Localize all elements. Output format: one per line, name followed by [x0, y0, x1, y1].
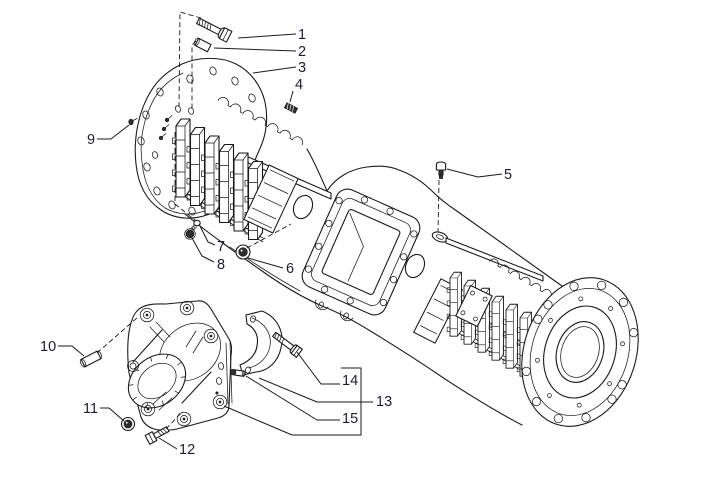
- fin-cover-plate: [455, 284, 493, 328]
- plug-11: [120, 416, 136, 432]
- right-fin-profile-scallops: [489, 258, 552, 298]
- leader-lines: [58, 33, 503, 450]
- screw-9: [128, 118, 138, 126]
- carrier-bolt-bosses: [127, 300, 228, 427]
- carrier-bore: [127, 353, 187, 409]
- callout-11: 11: [83, 401, 98, 417]
- callout-4: 4: [295, 77, 303, 93]
- right-flange-small-holes: [535, 296, 625, 408]
- callout-7: 7: [217, 239, 225, 255]
- clamp-bracket: [239, 310, 283, 376]
- right-flange-bolt-holes: [521, 280, 639, 424]
- left-axle-tube: [171, 97, 332, 243]
- screw-8: [184, 226, 197, 240]
- diff-cover-bolt-holes: [304, 196, 418, 307]
- callout-15: 15: [342, 411, 358, 427]
- spacer-2: [193, 37, 212, 53]
- callout-13: 13: [376, 394, 392, 410]
- differential-center-section: [292, 188, 449, 316]
- callout-2: 2: [298, 44, 306, 60]
- right-axle-tube: [413, 237, 552, 378]
- group-bracket-13: [223, 367, 362, 436]
- stud-4: [283, 102, 299, 114]
- callout-9: 9: [87, 132, 95, 148]
- left-fin-profile-scallops: [217, 97, 304, 146]
- differential-opening: [301, 188, 421, 316]
- right-cooling-fins: [446, 271, 532, 377]
- bolt-14: [272, 331, 303, 358]
- breather-5: [435, 161, 447, 179]
- flange-rivets: [158, 115, 173, 141]
- callout-3: 3: [298, 60, 306, 76]
- projection-lines: [96, 11, 440, 430]
- callout-6: 6: [286, 261, 294, 277]
- housing-side-hole-right: [404, 253, 426, 279]
- right-flange: [521, 277, 639, 427]
- carrier-housing: [127, 300, 233, 431]
- pin-15: [229, 369, 246, 377]
- callout-12: 12: [179, 442, 195, 458]
- callout-14: 14: [342, 373, 358, 389]
- left-flange-bolt-holes: [137, 66, 256, 216]
- callout-10: 10: [40, 339, 56, 355]
- pin-10: [79, 350, 103, 368]
- right-tube-rib: [445, 237, 544, 282]
- housing-side-hole-left: [292, 194, 314, 220]
- carrier-gussets: [149, 321, 204, 411]
- callout-5: 5: [504, 167, 512, 183]
- callout-labels: 1 2 3 4 5 6 7 8 9 10 11 12 13 14 15: [40, 27, 512, 458]
- bolt-12: [144, 426, 170, 445]
- callout-8: 8: [217, 257, 225, 273]
- bolt-1: [196, 17, 233, 43]
- screw-7: [189, 219, 201, 230]
- callout-1: 1: [298, 27, 306, 43]
- plug-6: [235, 244, 251, 260]
- left-louver-panel: [243, 164, 299, 234]
